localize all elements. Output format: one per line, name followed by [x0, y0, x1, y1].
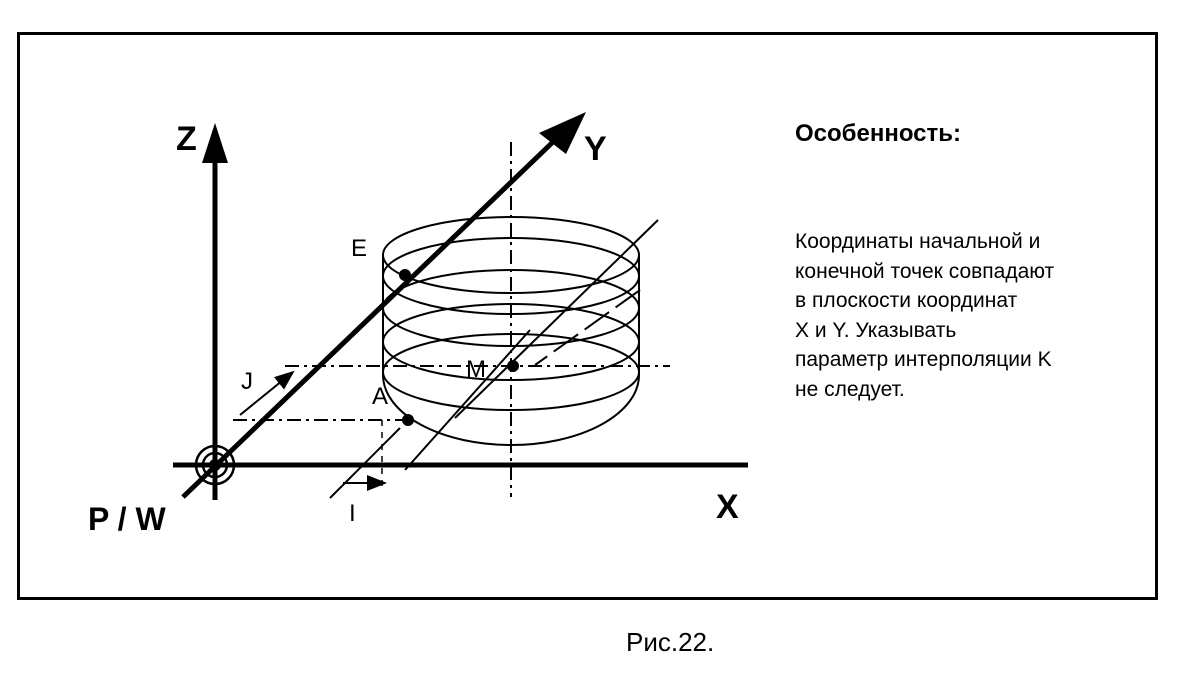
origin-outer-ring [194, 444, 236, 486]
point-m-label: M [466, 356, 486, 383]
description-line-1: Координаты начальной и [795, 230, 1041, 253]
helix-coil-1 [382, 254, 640, 294]
description-line-4: X и Y. Указывать [795, 318, 957, 342]
helix-coil-top-back [382, 216, 640, 256]
diagonal-line-2 [404, 329, 531, 471]
i-label: I [349, 500, 356, 527]
description-line-6: не следует. [795, 377, 905, 401]
j-arrow [239, 370, 295, 416]
y-axis-arrowhead [539, 112, 586, 154]
description-line-2: конечной точек совпадают [795, 259, 1055, 283]
point-e-label: E [351, 235, 368, 262]
y-axis [181, 138, 557, 499]
point-m [507, 360, 519, 372]
point-a [402, 414, 414, 426]
origin-dot [209, 459, 221, 471]
figure-caption: Рис.22. [626, 627, 715, 657]
y-axis-label: Y [584, 130, 607, 168]
z-axis-arrowhead [202, 123, 228, 163]
j-label: J [241, 368, 253, 395]
description-line-5: параметр интерполяции K [795, 348, 1052, 371]
feature-heading: Особенность: [795, 120, 962, 147]
diagonal-line-1 [454, 219, 659, 419]
point-e [399, 269, 411, 281]
origin-inner-ring [201, 451, 229, 479]
helix-coil-bottom [382, 374, 640, 446]
x-axis-label: X [716, 488, 739, 526]
point-a-label: A [372, 383, 389, 410]
origin-label: P / W [88, 501, 166, 537]
description-line-3: в плоскости координат [795, 289, 1018, 312]
z-axis-label: Z [176, 120, 197, 158]
helix-coils [382, 216, 640, 446]
diagonal-line-4 [329, 427, 401, 499]
feature-description: Координаты начальной и конечной точек со… [795, 227, 1145, 404]
figure-frame [17, 32, 1158, 600]
diagonal-line-3 [534, 289, 641, 366]
helix-diagram [173, 112, 748, 500]
